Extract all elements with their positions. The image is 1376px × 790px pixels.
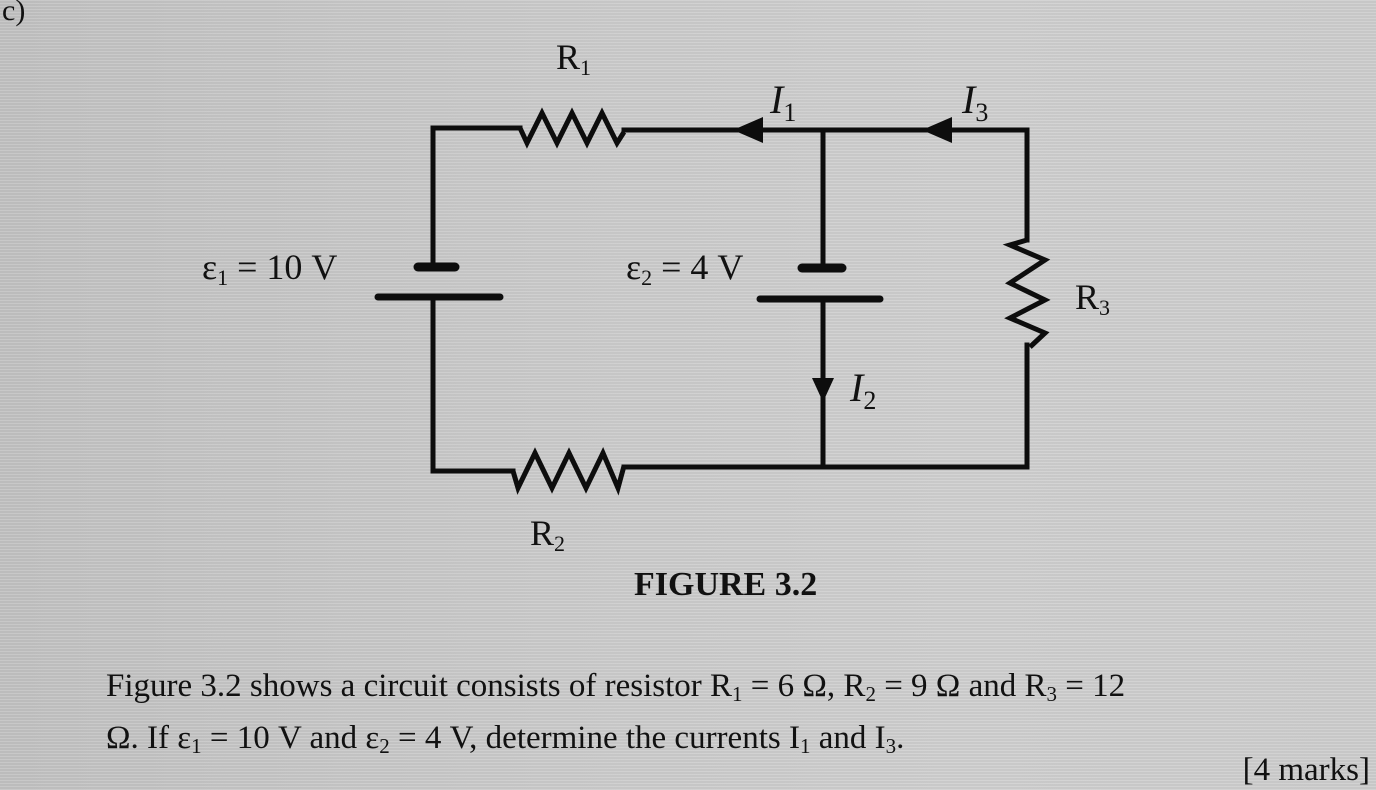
q2-text-d: and I [810,720,886,756]
label-current-i2: I2 [850,364,876,416]
label-emf1: ε1 = 10 V [202,246,337,291]
label-emf2: ε2 = 4 V [626,246,743,291]
r3-subscript: 3 [1099,295,1111,320]
label-r1: R1 [556,36,591,81]
q1-sub-b: 2 [865,682,876,706]
i3-subscript: 3 [975,98,989,127]
question-line-1: Figure 3.2 shows a circuit consists of r… [106,664,1125,716]
r3-symbol: R [1075,277,1100,317]
label-r2: R2 [530,512,565,557]
label-current-i1: I1 [770,76,796,128]
q1-sub-a: 1 [732,682,743,706]
i1-symbol: I [770,77,784,122]
q2-text-e: . [896,720,905,756]
q1-text-d: = 12 [1056,668,1126,704]
q1-sub-c: 3 [1046,682,1057,706]
i2-subscript: 2 [863,386,877,415]
q1-text-b: = 6 Ω, R [742,668,866,704]
q1-text-c: = 9 Ω and R [875,668,1047,704]
i3-symbol: I [962,77,976,122]
marks-label: [4 marks] [1242,752,1370,788]
r1-subscript: 1 [580,55,592,80]
resistor-r2 [510,446,627,496]
q2-text-c: = 4 V, determine the currents I [389,720,800,756]
emf1-value: = 10 V [228,247,338,287]
question-text: Figure 3.2 shows a circuit consists of r… [106,664,1125,768]
label-current-i3: I3 [962,76,988,128]
emf2-value: = 4 V [652,247,744,287]
wire-bottom-left [430,294,516,474]
emf1-symbol: ε [202,247,218,287]
q1-text-a: Figure 3.2 shows a circuit consists of r… [106,668,733,704]
q2-sub-c: 1 [799,734,811,758]
figure-caption: FIGURE 3.2 [634,566,818,603]
r2-symbol: R [530,513,555,553]
r2-subscript: 2 [554,531,566,556]
label-r3: R3 [1075,276,1110,321]
i1-subscript: 1 [783,98,797,127]
current-i2-arrow [812,378,834,402]
emf2-subscript: 2 [641,265,653,290]
q2-sub-a: 1 [191,734,202,758]
emf1-subscript: 1 [217,265,229,290]
resistor-r1 [517,107,627,149]
resistor-r3 [1002,237,1051,349]
q2-sub-d: 3 [885,734,897,758]
section-label: c) [2,0,26,27]
wire-bottom [621,342,1030,470]
emf2-symbol: ε [626,247,642,287]
q2-sub-b: 2 [379,734,390,758]
current-i3-arrow [922,117,952,143]
r1-symbol: R [556,37,581,77]
i2-symbol: I [850,365,864,410]
wire-top-left [430,125,523,271]
question-line-2: Ω. If ε1 = 10 V and ε2 = 4 V, determine … [106,716,1125,768]
q2-text-a: Ω. If ε [106,720,192,756]
current-i1-arrow [733,117,763,143]
q2-text-b: = 10 V and ε [201,720,380,756]
